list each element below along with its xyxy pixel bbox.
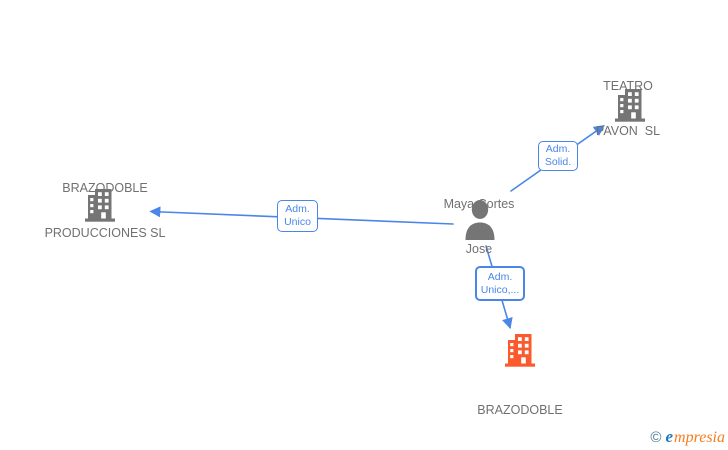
node-label-brazodoble-producciones[interactable]: BRAZODOBLE PRODUCCIONES SL — [25, 151, 185, 271]
building-icon-teatro-pavon[interactable] — [613, 88, 647, 122]
node-label-line: PAVON SL — [595, 124, 661, 138]
brand-letter-e: e — [665, 427, 674, 446]
edge-label-line: Adm. — [545, 143, 571, 155]
node-label-line: BRAZODOBLE — [62, 181, 148, 195]
edge-label-adm-unico-more[interactable]: Adm. Unico,... — [475, 266, 525, 301]
building-icon — [615, 89, 645, 122]
edge-label-line: Unico,... — [480, 283, 520, 296]
person-icon-maya-cortes-jose[interactable] — [462, 200, 498, 240]
edge-label-adm-unico[interactable]: Adm. Unico — [277, 200, 318, 232]
node-label-line: Jose — [465, 242, 493, 256]
edge-label-line: Adm. — [285, 203, 310, 215]
empresia-logo[interactable]: © e mpresia — [650, 427, 725, 447]
node-label-brazodoble[interactable]: BRAZODOBLE SL — [440, 373, 600, 450]
node-label-line: SL — [440, 448, 600, 450]
copyright-icon: © — [650, 429, 662, 446]
building-icon-brazodoble[interactable] — [503, 333, 537, 367]
edge-label-line: Solid. — [544, 156, 572, 168]
edge-label-adm-solid[interactable]: Adm. Solid. — [538, 141, 578, 171]
edge-label-line: Adm. — [487, 270, 513, 283]
brand-rest: mpresia — [674, 429, 725, 446]
building-icon — [505, 334, 535, 367]
building-icon-brazodoble-producciones[interactable] — [83, 188, 117, 222]
building-icon — [85, 189, 115, 222]
node-label-line: BRAZODOBLE — [477, 403, 563, 417]
edge-label-line: Unico — [284, 216, 311, 228]
person-icon — [465, 200, 495, 240]
node-label-line: PRODUCCIONES SL — [44, 226, 166, 240]
